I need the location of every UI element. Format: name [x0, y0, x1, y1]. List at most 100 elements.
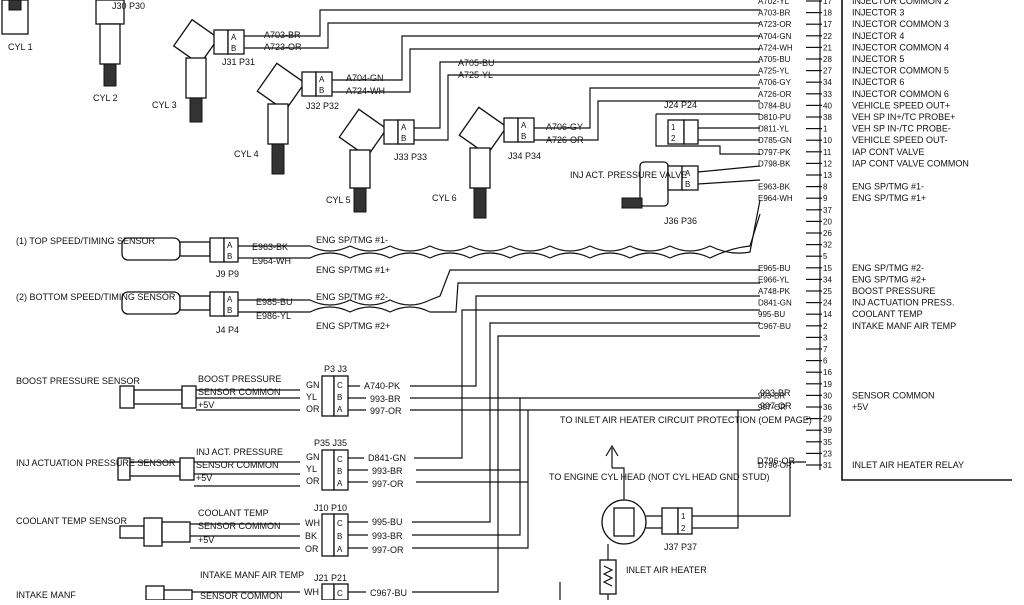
cyl4-label: CYL 4 — [234, 149, 259, 159]
ecm-wire-label: A703-BR — [758, 9, 791, 18]
svg-text:A: A — [227, 295, 233, 304]
bottom-sensor-label: (2) BOTTOM SPEED/TIMING SENSOR — [16, 292, 176, 302]
ecm-pin-number: 25 — [823, 287, 832, 296]
svg-text:A: A — [227, 241, 233, 250]
svg-text:BOOST PRESSURE: BOOST PRESSURE — [198, 374, 281, 384]
svg-text:D796-OR: D796-OR — [757, 456, 796, 466]
top-speed-sensor: A B (1) TOP SPEED/TIMING SENSOR J9 P9 E9… — [16, 235, 390, 279]
speed-sensor-twisted-wires — [238, 199, 761, 313]
iap-valve: A B INJ ACT. PRESSURE VALVE J36 P36 — [570, 161, 761, 226]
svg-text:A: A — [337, 405, 343, 414]
ecm-pin-number: 15 — [823, 264, 832, 273]
ecm-pin-number: 36 — [823, 403, 832, 412]
j34-label: J34 P34 — [508, 151, 541, 161]
ecm-function-label: INJECTOR 4 — [852, 31, 904, 41]
svg-text:B: B — [337, 532, 342, 541]
svg-text:ENG SP/TMG #1-: ENG SP/TMG #1- — [316, 235, 388, 245]
ecm-wire-label: A705-BU — [758, 55, 791, 64]
ecm-wire-label: D810-PU — [758, 113, 791, 122]
svg-text:YL: YL — [306, 464, 317, 474]
boost-sensor: BOOST PRESSURE SENSOR BOOST PRESSURE SEN… — [16, 295, 760, 417]
ecm-wire-label: A723-OR — [758, 20, 792, 29]
svg-text:OR: OR — [306, 404, 320, 414]
ecm-pin-number: 13 — [823, 171, 832, 180]
svg-text:ENG SP/TMG #2+: ENG SP/TMG #2+ — [316, 321, 390, 331]
svg-text:WH: WH — [304, 587, 319, 597]
ecm-pin-row: D810-PU 38 VEH SP IN+/TC PROBE+ — [758, 112, 955, 122]
svg-text:D841-GN: D841-GN — [368, 453, 406, 463]
ecm-pin-row: 26 — [806, 229, 832, 238]
ecm-pin-number: 37 — [823, 206, 832, 215]
ecm-pin-number: 1 — [823, 125, 828, 134]
ecm-function-label: INJECTOR 6 — [852, 77, 904, 87]
ecm-pin-row: 19 — [806, 380, 832, 389]
ecm-wire-label: A725-YL — [758, 67, 790, 76]
ecm-pin-number: 9 — [823, 194, 828, 203]
ecm-pin-number: 16 — [823, 368, 832, 377]
coolant-sensor: COOLANT TEMP SENSOR COOLANT TEMP SENSOR … — [16, 322, 760, 557]
svg-text:A724-WH: A724-WH — [346, 86, 385, 96]
j31-label: J31 P31 — [222, 57, 255, 67]
svg-text:A706-GY: A706-GY — [546, 122, 583, 132]
svg-text:C: C — [337, 381, 343, 390]
svg-text:A705-BU: A705-BU — [458, 58, 495, 68]
ecm-pin-number: 33 — [823, 90, 832, 99]
inj-act-sensor: INJ ACTUATION PRESSURE SENSOR INJ ACT. P… — [16, 309, 760, 491]
ecm-function-label: INJ ACTUATION PRESS. — [852, 298, 954, 308]
ecm-pin-row: 29 — [806, 415, 832, 424]
svg-text:+5V: +5V — [196, 473, 212, 483]
ecm-wire-label: A724-WH — [758, 43, 793, 52]
ecm-function-label: INTAKE MANF AIR TEMP — [852, 321, 956, 331]
ecm-wire-label: A706-GY — [758, 78, 792, 87]
svg-text:BK: BK — [305, 531, 317, 541]
j24-label: J24 P24 — [664, 100, 697, 110]
ecm-function-label: ENG SP/TMG #2+ — [852, 274, 926, 284]
svg-text:993-BR: 993-BR — [370, 394, 401, 404]
svg-text:993-BR: 993-BR — [372, 531, 403, 541]
circuit-note: TO INLET AIR HEATER CIRCUIT PROTECTION (… — [560, 415, 812, 425]
ecm-function-label: VEH SP IN+/TC PROBE+ — [852, 112, 955, 122]
ecm-function-label: INJECTOR COMMON 4 — [852, 42, 949, 52]
inlet-air-heater: TO INLET AIR HEATER CIRCUIT PROTECTION (… — [549, 410, 812, 600]
ecm-pin-number: 27 — [823, 67, 832, 76]
engine-note: TO ENGINE CYL HEAD (NOT CYL HEAD GND STU… — [549, 472, 770, 482]
ecm-function-label: INLET AIR HEATER RELAY — [852, 460, 964, 470]
svg-text:ENG SP/TMG #1+: ENG SP/TMG #1+ — [316, 265, 390, 275]
ecm-function-label: INJECTOR 5 — [852, 54, 904, 64]
svg-text:B: B — [685, 180, 690, 189]
svg-text:COOLANT TEMP: COOLANT TEMP — [198, 508, 269, 518]
cyl3-label: CYL 3 — [152, 100, 177, 110]
ecm-pin-row: 7 — [806, 345, 828, 354]
svg-text:J4 P4: J4 P4 — [216, 325, 239, 335]
ecm-pin-number: 38 — [823, 113, 832, 122]
ecm-pin-row: 39 — [806, 426, 832, 435]
ecm-pin-number: 39 — [823, 426, 832, 435]
j32-label: J32 P32 — [306, 101, 339, 111]
ecm-function-label: VEHICLE SPEED OUT- — [852, 135, 948, 145]
svg-text:997-OR: 997-OR — [372, 545, 404, 555]
svg-text:A704-GN: A704-GN — [346, 73, 384, 83]
ecm-function-label: INJECTOR COMMON 2 — [852, 0, 949, 6]
svg-text:GN: GN — [306, 452, 320, 462]
svg-text:A: A — [337, 545, 343, 554]
ecm-pin-number: 8 — [823, 183, 828, 192]
ecm-function-label: SENSOR COMMON — [852, 390, 935, 400]
svg-text:1: 1 — [671, 123, 676, 132]
ecm-wire-label: A726-OR — [758, 90, 792, 99]
ecm-wire-label: A704-GN — [758, 32, 792, 41]
ecm-function-label: INJECTOR COMMON 3 — [852, 19, 949, 29]
svg-text:B: B — [227, 306, 232, 315]
cyl6-label: CYL 6 — [432, 193, 457, 203]
ecm-wire-label: D784-BU — [758, 101, 791, 110]
svg-text:2: 2 — [671, 134, 676, 143]
